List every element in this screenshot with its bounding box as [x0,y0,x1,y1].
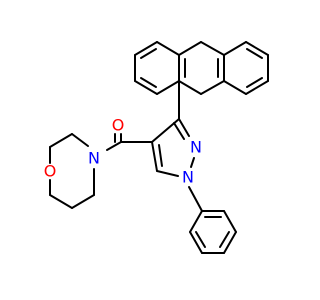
bond [246,48,263,59]
bond [190,157,195,168]
bond [173,122,185,140]
bond [134,80,158,95]
bond [134,41,158,56]
carbonyl-oxygen-label: O [112,116,125,135]
bond [178,118,190,137]
bond [151,141,158,172]
morpholine-oxygen-label: O [44,162,57,181]
molecule-structure: O N O N N [44,41,269,254]
atom-labels: O N O N N [44,116,202,187]
bond [140,77,157,88]
bond [49,194,73,209]
bond [200,41,225,56]
bond [246,77,263,88]
bond [245,80,269,95]
bond [156,170,179,177]
bond [71,194,95,209]
bond [178,41,202,56]
bond [189,210,203,233]
pyrazole-nitrogen-2-label: N [190,138,202,157]
pyrazole-nitrogen-1-label: N [182,168,194,187]
bond [178,80,202,95]
bond [223,80,247,95]
bond [189,231,203,254]
bond [151,118,180,143]
bond [158,144,163,167]
bond [106,141,122,151]
bond [219,231,230,248]
bond [223,41,247,56]
bond [156,41,180,56]
bond [223,210,237,233]
bond [223,231,237,254]
bond [156,80,180,95]
bond [195,231,206,248]
bond [245,41,269,56]
bonds [49,41,269,254]
bond [140,48,157,59]
bond [71,133,89,147]
bond [188,186,203,212]
bond [49,133,73,148]
bond [200,80,225,95]
amide-nitrogen-label: N [88,149,100,168]
